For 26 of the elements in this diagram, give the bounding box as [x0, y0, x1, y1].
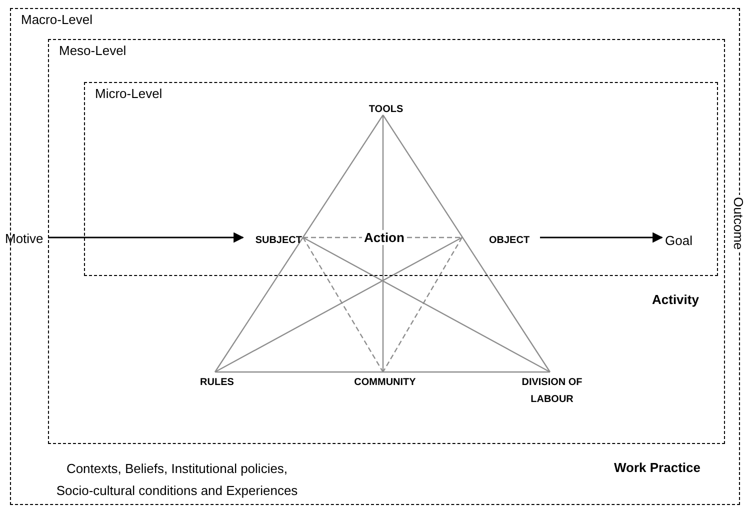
arrow — [540, 232, 664, 243]
connector-line — [215, 371, 550, 373]
connector-line — [302, 236, 550, 373]
arrow — [48, 232, 244, 243]
connector-line — [214, 236, 462, 373]
vertex-label: OBJECT — [465, 232, 543, 249]
vertex-label: DIVISION OF LABOUR — [507, 374, 597, 410]
vertex-label: RULES — [190, 374, 244, 391]
text-label: Work Practice — [614, 460, 700, 475]
text-label: Activity — [652, 292, 699, 307]
center-label: Action — [362, 230, 406, 245]
level-title: Macro-Level — [21, 12, 93, 27]
text-label: Motive — [5, 230, 49, 247]
level-title: Micro-Level — [95, 86, 162, 101]
vertical-label: Outcome — [731, 195, 746, 252]
vertex-label: TOOLS — [359, 101, 413, 118]
vertex-label: COMMUNITY — [340, 374, 430, 391]
level-title: Meso-Level — [59, 43, 126, 58]
connector-line — [382, 115, 384, 372]
vertex-label: SUBJECT — [246, 232, 306, 249]
dashed-line — [302, 237, 384, 372]
text-label: Goal — [665, 232, 705, 249]
connector-line — [214, 114, 384, 372]
dashed-line — [382, 237, 463, 372]
connector-line — [382, 114, 550, 372]
note-text: Contexts, Beliefs, Institutional policies, Socio-cultural conditions and Experiences — [55, 460, 299, 500]
